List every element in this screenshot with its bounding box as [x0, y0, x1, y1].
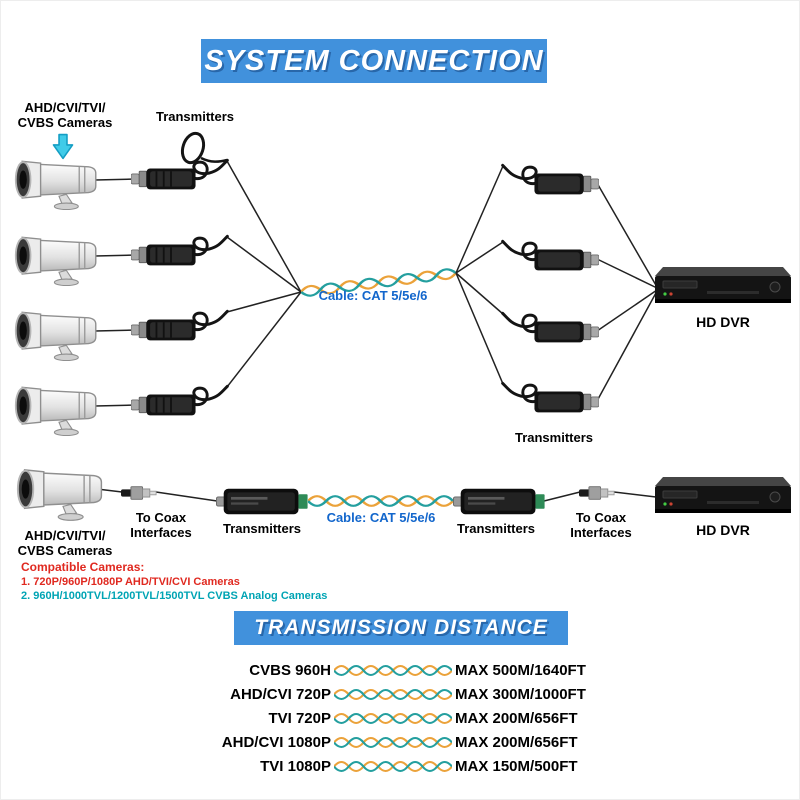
top-cameras-label-line2: CVBS Cameras — [17, 115, 113, 130]
dvr-top-label: HD DVR — [696, 314, 750, 330]
camera-icon — [14, 160, 97, 210]
compatible-cameras-note: Compatible Cameras: 1. 720P/960P/1080P A… — [21, 559, 327, 603]
table-row: AHD/CVI 720P MAX 300M/1000FT — [189, 682, 625, 706]
camera-icon — [16, 468, 103, 521]
arrow-down-icon — [52, 133, 74, 160]
cat5-cable-mid-icon — [308, 494, 453, 508]
mid-cameras-label-line1: AHD/CVI/TVI/ — [24, 528, 106, 543]
hd-dvr-icon — [654, 476, 792, 514]
table-row: CVBS 960H MAX 500M/1640FT — [189, 658, 625, 682]
twisted-pair-icon — [334, 760, 452, 773]
coax-left-line2: Interfaces — [130, 525, 192, 540]
transmitter-icon — [501, 239, 599, 272]
compatible-item-2: 2. 960H/1000TVL/1200TVL/1500TVL CVBS Ana… — [21, 590, 328, 602]
dvr-bottom-label: HD DVR — [696, 522, 750, 538]
twisted-pair-icon — [334, 712, 452, 725]
page-title: SYSTEM CONNECTION — [204, 44, 544, 77]
coax-right-label: To Coax Interfaces — [557, 510, 645, 540]
transmitter-icon — [216, 488, 308, 515]
hd-dvr-icon — [654, 266, 792, 304]
distance-value: MAX 200M/656FT — [455, 709, 578, 727]
coax-right-line2: Interfaces — [570, 525, 632, 540]
cable-label-mid: Cable: CAT 5/5e/6 — [326, 510, 436, 525]
transmission-distance-heading: TRANSMISSION DISTANCE — [254, 616, 548, 639]
bnc-connector-icon — [579, 486, 615, 500]
format-label: CVBS 960H — [249, 661, 331, 679]
camera-to-transmitter-lines — [94, 178, 137, 407]
top-transmitters-label: Transmitters — [155, 109, 235, 124]
camera-icon — [14, 386, 97, 436]
format-label: AHD/CVI 1080P — [221, 733, 331, 751]
right-transmitters-label: Transmitters — [514, 430, 594, 445]
mid-cameras-label: AHD/CVI/TVI/ CVBS Cameras — [9, 528, 121, 558]
mid-cameras-label-line2: CVBS Cameras — [17, 543, 113, 558]
wire-loop-icon — [180, 131, 206, 165]
format-label: AHD/CVI 720P — [230, 685, 331, 703]
wire-loop-tail — [200, 156, 228, 163]
transmission-distance-table: CVBS 960H MAX 500M/1640FT AHD/CVI 720P M… — [189, 658, 625, 778]
transmission-distance-banner: TRANSMISSION DISTANCE — [234, 611, 568, 645]
camera-icon — [14, 311, 97, 361]
distance-value: MAX 300M/1000FT — [455, 685, 586, 703]
top-cameras-label: AHD/CVI/TVI/ CVBS Cameras — [7, 100, 123, 130]
twisted-pair-icon — [334, 664, 452, 677]
compatible-item-1: 1. 720P/960P/1080P AHD/TVI/CVI Cameras — [21, 576, 240, 588]
table-row: AHD/CVI 1080P MAX 200M/656FT — [189, 730, 625, 754]
right-diverging-lines — [455, 165, 504, 385]
coax-right-line1: To Coax — [575, 510, 627, 525]
transmitter-icon — [501, 311, 599, 344]
distance-value: MAX 150M/500FT — [455, 757, 578, 775]
transmitter-icon — [501, 381, 599, 414]
transmitter-icon — [501, 163, 599, 196]
title-banner: SYSTEM CONNECTION — [201, 39, 547, 83]
mid-transmitter-left-label: Transmitters — [222, 521, 302, 536]
left-converging-lines — [226, 160, 302, 388]
format-label: TVI 1080P — [260, 757, 331, 775]
transmitter-icon — [131, 309, 229, 342]
coax-left-label: To Coax Interfaces — [119, 510, 203, 540]
coax-left-line1: To Coax — [135, 510, 187, 525]
twisted-pair-icon — [334, 736, 452, 749]
transmitter-to-dvr-lines — [596, 182, 658, 402]
table-row: TVI 1080P MAX 150M/500FT — [189, 754, 625, 778]
transmitter-icon — [131, 384, 229, 417]
top-cameras-label-line1: AHD/CVI/TVI/ — [24, 100, 106, 115]
format-label: TVI 720P — [268, 709, 331, 727]
transmitter-icon — [131, 234, 229, 267]
twisted-pair-icon — [334, 688, 452, 701]
transmitter-icon — [453, 488, 545, 515]
bnc-connector-icon — [121, 486, 157, 500]
mid-transmitter-right-label: Transmitters — [456, 521, 536, 536]
compatible-heading: Compatible Cameras: — [21, 560, 145, 574]
transmitter-icon — [131, 158, 229, 191]
table-row: TVI 720P MAX 200M/656FT — [189, 706, 625, 730]
distance-value: MAX 500M/1640FT — [455, 661, 586, 679]
cable-label-top: Cable: CAT 5/5e/6 — [318, 288, 428, 303]
distance-value: MAX 200M/656FT — [455, 733, 578, 751]
camera-icon — [14, 236, 97, 286]
single-channel-lines — [96, 488, 657, 502]
